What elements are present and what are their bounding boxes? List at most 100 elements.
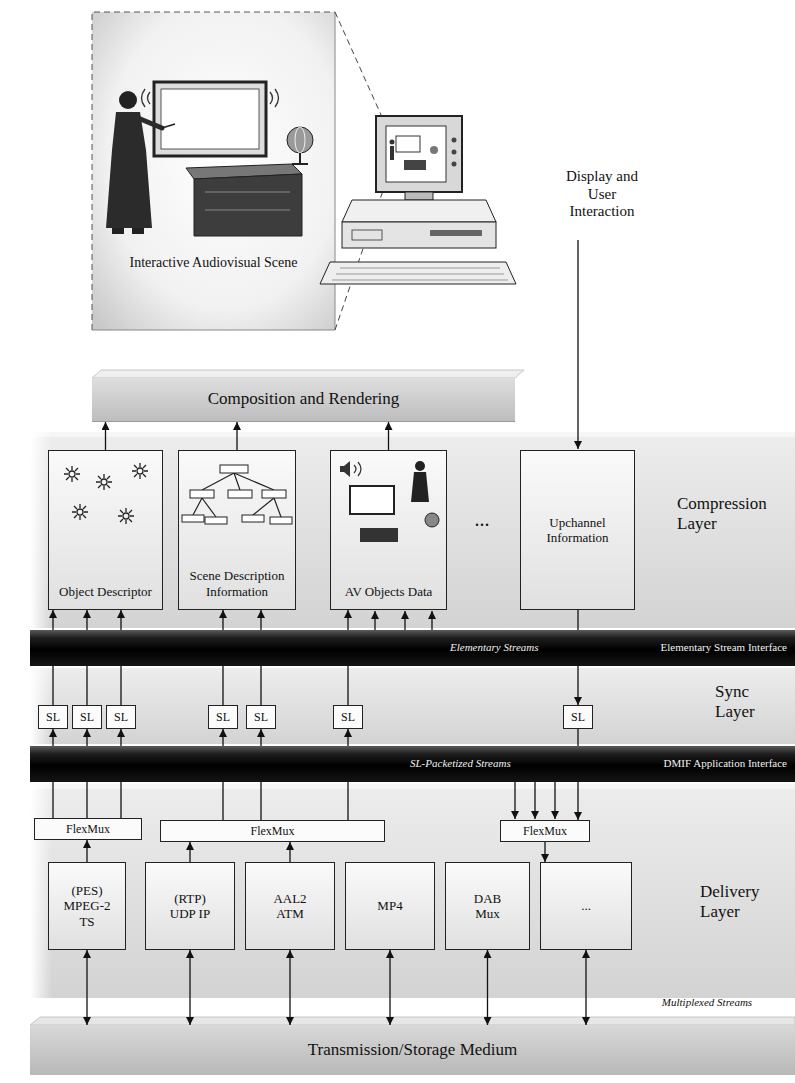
descriptor-icon bbox=[64, 463, 148, 524]
module-box: Object Descriptor bbox=[48, 450, 163, 610]
descriptor-icon bbox=[118, 508, 134, 524]
stream-box: SL bbox=[563, 705, 593, 729]
layer-name: Compression Layer bbox=[677, 494, 777, 534]
delivery-box: DAB Mux bbox=[445, 862, 530, 950]
delivery-box: (RTP) UDP IP bbox=[145, 862, 235, 950]
av-objects-icon bbox=[415, 461, 425, 471]
module-label: Scene Description Information bbox=[184, 568, 290, 599]
free-label: ... bbox=[452, 508, 512, 532]
layer-ground bbox=[30, 432, 795, 998]
stream-arrow bbox=[189, 950, 190, 1025]
stream-box: SL bbox=[246, 705, 276, 729]
scene-illustration bbox=[119, 91, 137, 109]
scene-tree-icon bbox=[182, 515, 204, 522]
descriptor-icon bbox=[72, 504, 88, 520]
layer-ground bbox=[30, 432, 795, 628]
interface-label: Elementary Streams bbox=[450, 641, 539, 654]
stream-label: SL bbox=[114, 710, 128, 724]
interface-bar: SL-Packetized StreamsDMIF Application In… bbox=[30, 746, 795, 782]
layer-ground bbox=[30, 432, 795, 437]
stream-label: SL bbox=[571, 710, 585, 724]
module-box-fill bbox=[48, 450, 163, 610]
delivery-label: DAB Mux bbox=[463, 891, 513, 922]
stream-box: FlexMux bbox=[160, 820, 385, 842]
layer-name: Sync Layer bbox=[715, 682, 775, 722]
stream-arrow bbox=[189, 842, 190, 862]
descriptor-icon bbox=[64, 466, 80, 482]
computer-illustration bbox=[342, 200, 496, 222]
delivery-label: ... bbox=[581, 898, 591, 913]
computer-illustration bbox=[390, 140, 395, 145]
scene-illustration bbox=[92, 12, 335, 330]
delivery-label: AAL2 ATM bbox=[265, 891, 315, 922]
computer-illustration bbox=[430, 146, 438, 154]
scene-tree-icon bbox=[262, 490, 286, 498]
interaction-arrow bbox=[577, 240, 578, 449]
av-objects-icon bbox=[425, 513, 439, 527]
stream-label: SL bbox=[254, 710, 268, 724]
delivery-label: (RTP) UDP IP bbox=[165, 891, 215, 922]
composition-bar: Composition and Rendering bbox=[92, 378, 515, 422]
descriptor-icon bbox=[96, 474, 112, 490]
module-label: Object Descriptor bbox=[59, 584, 152, 599]
scene-illustration bbox=[295, 127, 305, 153]
scene-tree-icon bbox=[190, 490, 214, 498]
scene-tree-icon bbox=[270, 517, 292, 524]
module-box-fill bbox=[48, 450, 447, 610]
delivery-box: ... bbox=[540, 862, 632, 950]
delivery-label: (PES) MPEG-2 TS bbox=[62, 883, 112, 929]
stream-arrow bbox=[487, 950, 488, 1025]
scene-caption: Interactive Audiovisual Scene bbox=[130, 255, 298, 272]
layer-ground bbox=[30, 784, 795, 998]
scene-illustration bbox=[138, 118, 162, 128]
free-label: Multiplexed Streams bbox=[632, 996, 782, 1009]
scene-tree-icon bbox=[182, 465, 292, 524]
stream-box: SL bbox=[333, 705, 363, 729]
stream-box: FlexMux bbox=[34, 818, 142, 840]
av-objects-icon bbox=[340, 461, 439, 542]
computer-illustration bbox=[320, 262, 516, 284]
delivery-box: (PES) MPEG-2 TS bbox=[48, 862, 126, 950]
scene-illustration bbox=[142, 89, 279, 107]
scene-illustration bbox=[194, 174, 302, 236]
computer-illustration bbox=[376, 116, 462, 192]
stream-label: SL bbox=[216, 710, 230, 724]
stream-arrow bbox=[105, 422, 106, 450]
scene-tree-icon bbox=[220, 465, 248, 473]
stream-arrow bbox=[389, 950, 390, 1025]
stream-label: FlexMux bbox=[250, 824, 294, 838]
stream-arrow bbox=[289, 950, 290, 1025]
scene-tree-icon bbox=[228, 490, 252, 498]
av-objects-icon bbox=[360, 528, 398, 542]
scene-tree-icon bbox=[205, 517, 227, 524]
computer-illustration bbox=[452, 150, 457, 155]
scene-illustration bbox=[132, 228, 144, 234]
layer-ground bbox=[30, 784, 795, 789]
interface-label: Elementary Stream Interface bbox=[661, 641, 787, 654]
scene-illustration bbox=[106, 112, 152, 228]
interaction-arrow bbox=[578, 240, 579, 449]
stream-arrow bbox=[236, 422, 237, 450]
stream-arrow bbox=[544, 842, 545, 862]
stream-arrow bbox=[86, 840, 87, 862]
module-box: Upchannel Information bbox=[520, 450, 635, 610]
module-box-fill bbox=[330, 450, 447, 610]
module-label: Upchannel Information bbox=[526, 515, 629, 546]
computer-illustration bbox=[405, 192, 433, 200]
computer-illustration bbox=[390, 146, 394, 160]
stream-arrow bbox=[404, 611, 405, 630]
interface-label: SL-Packetized Streams bbox=[410, 757, 511, 770]
stream-arrow bbox=[431, 611, 432, 630]
bar-label: Composition and Rendering bbox=[208, 389, 400, 409]
stream-box: FlexMux bbox=[500, 820, 590, 842]
stream-box: SL bbox=[208, 705, 238, 729]
layer-name: Delivery Layer bbox=[700, 882, 775, 922]
descriptor-icon bbox=[132, 463, 148, 479]
layer-panel: Delivery Layer FlexMux FlexMux FlexMux (PES)… bbox=[30, 784, 795, 998]
stream-box: SL bbox=[72, 705, 102, 729]
stream-arrow bbox=[289, 842, 290, 862]
scene-illustration bbox=[92, 12, 335, 330]
scene-illustration bbox=[92, 12, 335, 330]
